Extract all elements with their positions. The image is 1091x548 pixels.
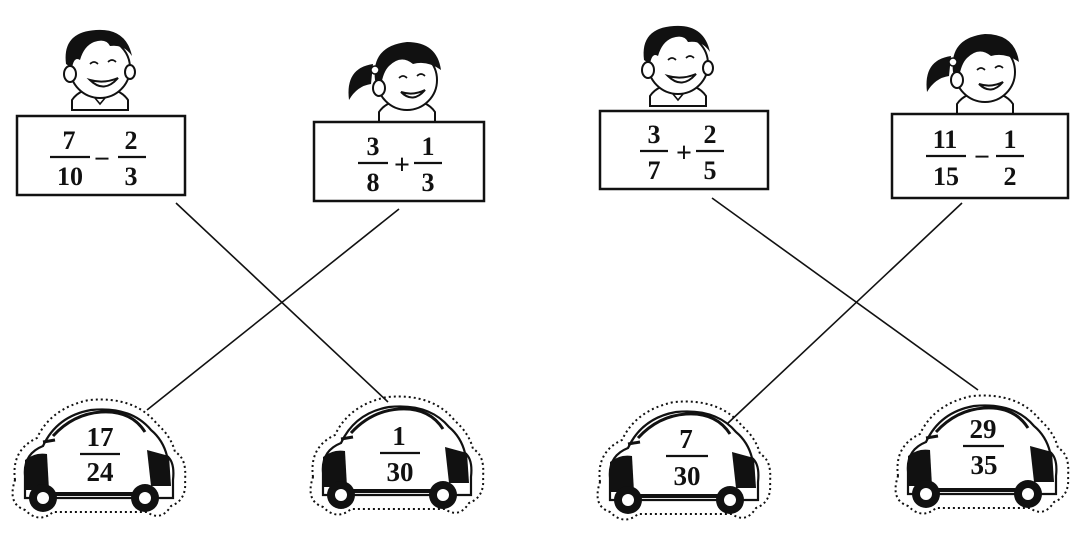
problem-1-b-denominator: 3 [125, 162, 138, 191]
car-1-numerator: 17 [87, 422, 114, 452]
answer-line-3 [711, 197, 979, 391]
problem-2-b-denominator: 3 [422, 168, 435, 197]
car-2-numerator: 1 [392, 421, 406, 451]
problem-card-3: 3 7 + 2 5 [598, 24, 770, 191]
car-3-numerator: 7 [679, 424, 693, 454]
car-2-denominator: 30 [387, 457, 414, 487]
problem-4-b-numerator: 1 [1004, 125, 1017, 154]
answer-car-4: 29 35 [893, 393, 1071, 516]
problem-4-a-denominator: 15 [933, 162, 959, 191]
answer-car-3: 7 30 [595, 399, 773, 522]
car-4-numerator: 29 [970, 414, 997, 444]
problem-card-4: 11 15 − 1 2 [890, 33, 1070, 200]
car-3-denominator: 30 [674, 461, 701, 491]
problem-box [312, 120, 486, 203]
problem-1-operator: − [94, 144, 110, 175]
boy-character-icon [63, 28, 136, 111]
girl-character-icon [925, 33, 1020, 115]
problem-card-1: 7 10 − 2 3 [15, 28, 187, 197]
problem-2-operator: + [394, 150, 410, 181]
problem-box [15, 114, 187, 197]
problem-3-a-denominator: 7 [648, 156, 661, 185]
problem-4-a-numerator: 11 [933, 125, 958, 154]
problem-2-b-numerator: 1 [422, 132, 435, 161]
problem-box [890, 112, 1070, 200]
problem-card-2: 3 8 + 1 3 [312, 41, 486, 203]
problem-3-b-numerator: 2 [704, 120, 717, 149]
problem-2-a-denominator: 8 [367, 168, 380, 197]
problem-4-operator: − [974, 142, 990, 173]
problem-1-a-numerator: 7 [63, 126, 76, 155]
answer-line-2 [146, 208, 400, 411]
problem-2-a-numerator: 3 [367, 132, 380, 161]
answer-lines [146, 197, 979, 425]
problem-3-a-numerator: 3 [648, 120, 661, 149]
problem-4-b-denominator: 2 [1004, 162, 1017, 191]
answer-line-4 [726, 202, 963, 425]
problem-1-b-numerator: 2 [125, 126, 138, 155]
car-4-denominator: 35 [971, 450, 998, 480]
problem-3-b-denominator: 5 [704, 156, 717, 185]
boy-character-icon [641, 24, 714, 107]
problem-box [598, 109, 770, 191]
problem-3-operator: + [676, 138, 692, 169]
car-icon [308, 394, 486, 517]
answer-car-2: 1 30 [308, 394, 486, 517]
car-1-denominator: 24 [87, 457, 114, 487]
girl-character-icon [347, 41, 442, 123]
answer-car-1: 17 24 [10, 397, 188, 520]
problem-1-a-denominator: 10 [57, 162, 83, 191]
